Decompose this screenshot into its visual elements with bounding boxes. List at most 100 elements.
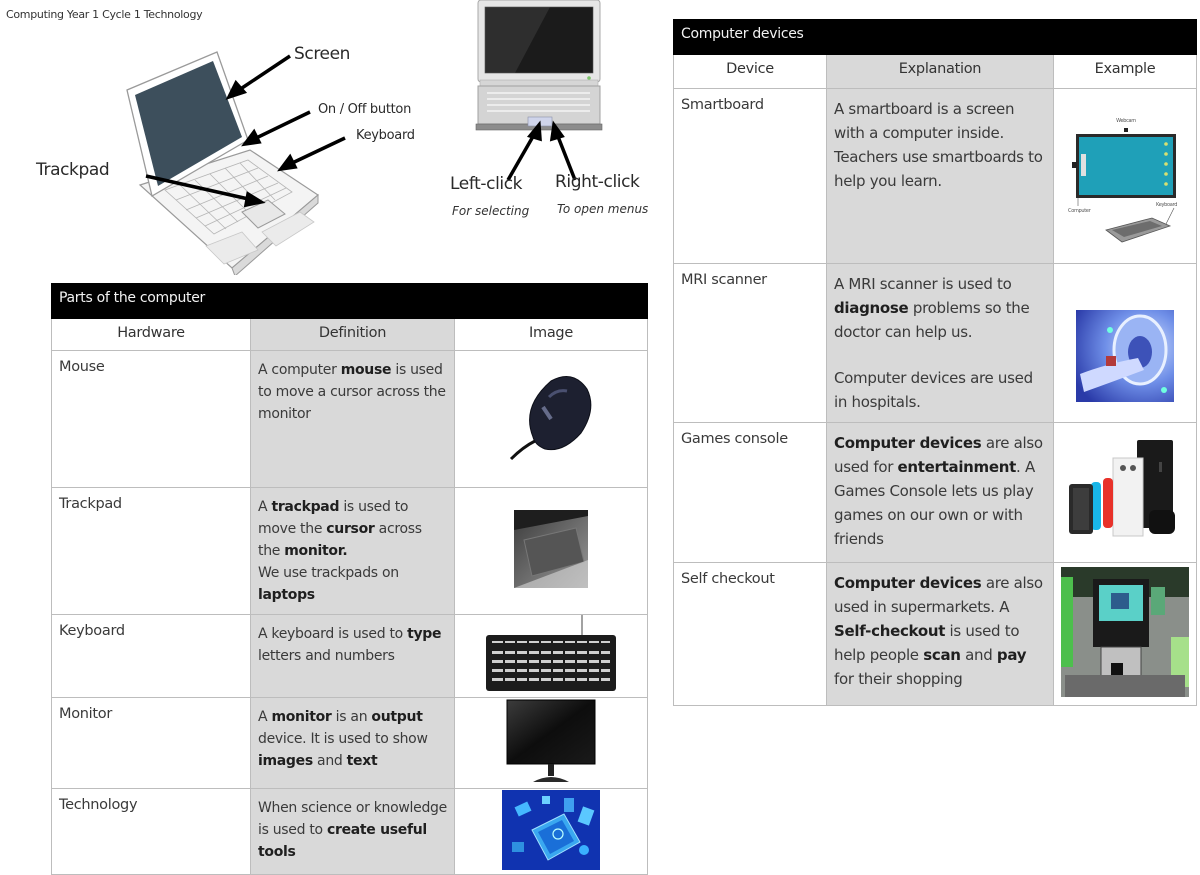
emphasized-term: images — [258, 753, 313, 769]
column-header-explanation: Explanation — [826, 54, 1054, 89]
hardware-definition: A computer mouse is used to move a curso… — [250, 350, 455, 488]
text-run: We use trackpads on — [258, 565, 399, 581]
hardware-name: Mouse — [51, 350, 251, 488]
device-explanation: Computer devices are also used for enter… — [826, 422, 1054, 563]
description-paragraph: A trackpad is used to move the cursor ac… — [258, 496, 447, 606]
text-run: Computer devices are used in hospitals. — [834, 369, 1033, 411]
device-explanation: A MRI scanner is used to diagnose proble… — [826, 263, 1054, 423]
emphasized-term: Computer devices — [834, 434, 982, 452]
emphasized-term: Computer devices — [834, 574, 982, 592]
column-header-device: Device — [673, 54, 827, 89]
table-row: Mouse A computer mouse is used to move a… — [51, 350, 649, 488]
text-run: problems so the doctor can help us. — [834, 299, 1030, 341]
text-run: are also used in supermarkets. A — [834, 574, 1043, 616]
text-run: across the — [258, 521, 422, 559]
emphasized-term: text — [346, 753, 378, 769]
column-header-hardware: Hardware — [51, 318, 251, 351]
text-run: A computer — [258, 362, 341, 378]
text-run: and — [312, 753, 347, 769]
text-run: are also used for — [834, 434, 1043, 476]
table-title: Parts of the computer — [50, 283, 649, 319]
computer-devices-table: Computer devices Device Explanation Exam… — [673, 19, 1197, 706]
device-name: MRI scanner — [673, 263, 827, 423]
table-row: Self checkout Computer devices are also … — [673, 562, 1197, 706]
hardware-name: Monitor — [51, 697, 251, 789]
label-keyboard: Keyboard — [356, 128, 415, 143]
text-run: and — [960, 646, 997, 664]
description-paragraph: A monitor is an output device. It is use… — [258, 706, 447, 772]
hardware-name: Keyboard — [51, 614, 251, 698]
device-name: Games console — [673, 422, 827, 563]
mri-scanner-image — [1076, 310, 1174, 402]
smartboard-image: Webcam Computer Keyboard — [1068, 118, 1178, 242]
description-paragraph: A MRI scanner is used to diagnose proble… — [834, 272, 1046, 344]
column-header-definition: Definition — [250, 318, 455, 351]
emphasized-term: cursor — [326, 521, 375, 537]
text-run: is used to help people — [834, 622, 1020, 664]
column-header-example: Example — [1053, 54, 1197, 89]
games-console-image — [1069, 439, 1175, 536]
table-row: Technology When science or knowledge is … — [51, 788, 649, 875]
emphasized-term: monitor — [271, 709, 332, 725]
description-paragraph: A computer mouse is used to move a curso… — [258, 359, 447, 425]
keyboard-image — [486, 615, 616, 691]
hardware-name: Trackpad — [51, 487, 251, 615]
table-row: Smartboard A smartboard is a screen with… — [673, 88, 1197, 264]
text-run: When science or knowledge is used to — [258, 800, 447, 838]
monitor-image — [506, 699, 596, 782]
mouse-image — [509, 376, 592, 461]
table-title: Computer devices — [673, 19, 1197, 55]
emphasized-term: pay — [996, 646, 1027, 664]
caption-left-click: For selecting — [452, 204, 530, 218]
description-paragraph: Computer devices are also used for enter… — [834, 431, 1046, 551]
document-title: Computing Year 1 Cycle 1 Technology — [6, 8, 203, 21]
emphasized-term: trackpad — [271, 499, 340, 515]
table-row: Trackpad A trackpad is used to move the … — [51, 487, 649, 615]
text-run: is used to move a cursor across the moni… — [258, 362, 446, 422]
hardware-name: Technology — [51, 788, 251, 875]
emphasized-term: create useful tools — [258, 822, 427, 860]
text-run: letters and numbers — [258, 648, 395, 664]
text-run: . A Games Console lets us play games on … — [834, 458, 1035, 548]
technology-image — [502, 789, 600, 870]
smartboard-label-webcam: Webcam — [1116, 118, 1136, 124]
hardware-definition: A trackpad is used to move the cursor ac… — [250, 487, 455, 615]
emphasized-term: type — [407, 626, 442, 642]
hardware-definition: When science or knowledge is used to cre… — [250, 788, 455, 875]
hardware-definition: A keyboard is used to type letters and n… — [250, 614, 455, 698]
text-run: A — [258, 499, 272, 515]
caption-right-click: To open menus — [557, 202, 649, 216]
description-paragraph: A keyboard is used to type letters and n… — [258, 623, 447, 667]
description-paragraph: Computer devices are used in hospitals. — [834, 366, 1046, 414]
emphasized-term: mouse — [340, 362, 392, 378]
open-laptop-illustration — [475, 0, 603, 181]
table-row: MRI scanner A MRI scanner is used to dia… — [673, 263, 1197, 423]
description-paragraph: When science or knowledge is used to cre… — [258, 797, 447, 863]
parts-of-computer-table: Parts of the computer Hardware Definitio… — [50, 283, 649, 875]
text-run: is used to move the — [258, 499, 409, 537]
text-run: A smartboard is a screen with a computer… — [834, 100, 1043, 190]
table-row: Monitor A monitor is an output device. I… — [51, 697, 649, 789]
mouse-click-diagram: Left-click For selecting Right-click To … — [440, 0, 665, 230]
description-paragraph: A smartboard is a screen with a computer… — [834, 97, 1046, 193]
laptop-label-arrows — [145, 54, 346, 208]
emphasized-term: Self-checkout — [834, 622, 946, 640]
emphasized-term: monitor. — [284, 543, 348, 559]
label-left-click: Left-click — [450, 174, 523, 194]
device-name: Smartboard — [673, 88, 827, 264]
text-run: A keyboard is used to — [258, 626, 408, 642]
trackpad-image — [514, 510, 588, 588]
table-row: Keyboard A keyboard is used to type lett… — [51, 614, 649, 698]
device-explanation: Computer devices are also used in superm… — [826, 562, 1054, 706]
text-run: A — [258, 709, 272, 725]
text-run: A MRI scanner is used to — [834, 275, 1012, 293]
label-on-off-button: On / Off button — [318, 102, 412, 117]
laptop-parts-diagram: Screen On / Off button Keyboard Trackpad — [0, 30, 450, 275]
laptop-illustration — [126, 51, 319, 275]
label-trackpad: Trackpad — [36, 160, 110, 180]
text-run: is an — [331, 709, 372, 725]
device-explanation: A smartboard is a screen with a computer… — [826, 88, 1054, 264]
emphasized-term: scan — [923, 646, 961, 664]
emphasized-term: entertainment — [897, 458, 1017, 476]
smartboard-label-keyboard: Keyboard — [1156, 202, 1177, 208]
